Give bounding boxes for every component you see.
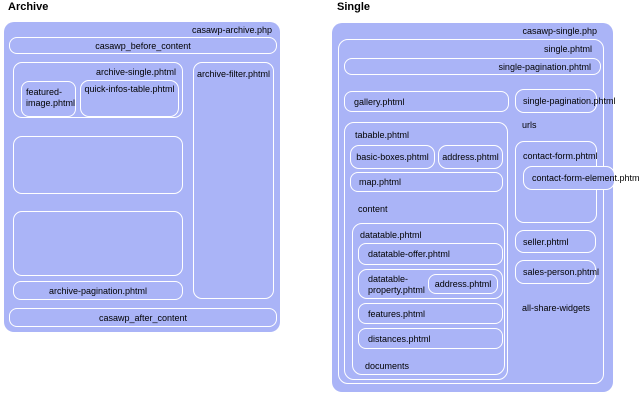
single-root-label: casawp-single.php xyxy=(522,26,597,36)
quick-infos-table-box: quick-infos-table.phtml xyxy=(80,80,179,117)
archive-section-title: Archive xyxy=(8,1,49,13)
archive-empty-box-1 xyxy=(13,136,183,194)
archive-after-content-label: casawp_after_content xyxy=(98,312,188,323)
gallery-box: gallery.phtml xyxy=(344,91,509,112)
seller-box: seller.phtml xyxy=(515,230,596,253)
datatable-box: datatable.phtml datatable-offer.phtml da… xyxy=(352,223,505,375)
single-root-box: casawp-single.php single.phtml single-pa… xyxy=(332,23,639,392)
datatable-address-label: address.phtml xyxy=(434,279,492,289)
documents-label: documents xyxy=(365,361,410,371)
distances-box: distances.phtml xyxy=(358,328,503,349)
seller-label: seller.phtml xyxy=(523,236,569,247)
basic-boxes-label: basic-boxes.phtml xyxy=(356,152,429,162)
contact-form-label: contact-form.phtml xyxy=(523,151,598,161)
featured-image-box: featured-image.phtml xyxy=(21,81,76,117)
features-label: features.phtml xyxy=(368,308,426,319)
map-box: map.phtml xyxy=(350,172,503,192)
single-phtml-box: single.phtml single-pagination.phtml gal… xyxy=(338,39,639,384)
basic-boxes-box: basic-boxes.phtml xyxy=(350,145,435,169)
features-box: features.phtml xyxy=(358,303,503,324)
single-pagination-label: single-pagination.phtml xyxy=(523,96,616,106)
datatable-property-label: datatable-property.phtml xyxy=(368,274,425,295)
archive-pagination-label: archive-pagination.phtml xyxy=(48,285,148,296)
datatable-offer-box: datatable-offer.phtml xyxy=(358,243,503,265)
datatable-label: datatable.phtml xyxy=(360,230,422,240)
archive-before-content-box: casawp_before_content xyxy=(9,37,277,54)
sales-person-box: sales-person.phtml xyxy=(515,260,600,284)
quick-infos-table-label: quick-infos-table.phtml xyxy=(84,84,175,94)
archive-after-content-box: casawp_after_content xyxy=(9,308,277,327)
single-top-pagination-label: single-pagination.phtml xyxy=(498,61,591,72)
datatable-property-box: datatable-property.phtml address.phtml xyxy=(358,269,503,299)
archive-pagination-box: archive-pagination.phtml xyxy=(13,281,183,300)
archive-empty-box-2 xyxy=(13,211,183,276)
contact-form-box: contact-form.phtml contact-form-element.… xyxy=(515,141,639,223)
tabable-label: tabable.phtml xyxy=(355,130,410,140)
all-share-widgets-label: all-share-widgets xyxy=(522,303,591,313)
contact-form-element-box: contact-form-element.phtml xyxy=(523,166,639,190)
tabable-address-box: address.phtml xyxy=(438,145,503,169)
content-label: content xyxy=(358,204,388,214)
datatable-address-box: address.phtml xyxy=(428,274,498,294)
single-pagination-box: single-pagination.phtml xyxy=(515,89,616,113)
archive-before-content-label: casawp_before_content xyxy=(95,40,191,51)
sales-person-label: sales-person.phtml xyxy=(523,267,600,277)
contact-form-element-label: contact-form-element.phtml xyxy=(532,173,639,183)
single-section-title: Single xyxy=(337,1,371,13)
featured-image-label: featured-image.phtml xyxy=(26,87,76,108)
archive-single-box: archive-single.phtml featured-image.phtm… xyxy=(13,62,183,118)
datatable-offer-label: datatable-offer.phtml xyxy=(368,249,450,259)
urls-label: urls xyxy=(522,120,537,130)
archive-root-box: casawp-archive.php casawp_before_content… xyxy=(4,22,280,332)
archive-single-label: archive-single.phtml xyxy=(95,67,176,77)
single-phtml-label: single.phtml xyxy=(543,44,592,54)
distances-label: distances.phtml xyxy=(368,333,431,344)
archive-root-label: casawp-archive.php xyxy=(191,25,272,35)
single-top-pagination-box: single-pagination.phtml xyxy=(344,58,601,75)
map-label: map.phtml xyxy=(359,177,402,187)
tabable-address-label: address.phtml xyxy=(442,152,499,162)
tabable-box: tabable.phtml basic-boxes.phtml address.… xyxy=(344,122,508,380)
archive-filter-label: archive-filter.phtml xyxy=(196,69,271,79)
gallery-label: gallery.phtml xyxy=(354,96,405,107)
archive-filter-box: archive-filter.phtml xyxy=(193,62,274,299)
